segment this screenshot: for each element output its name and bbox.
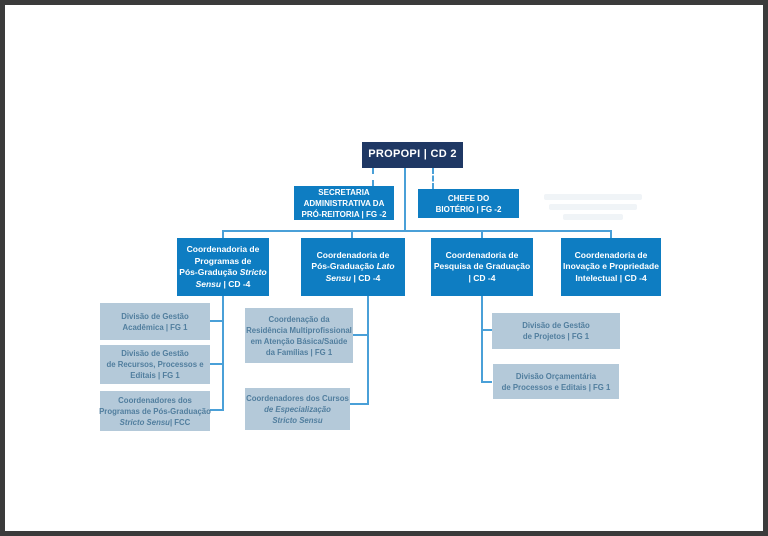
- connector-mid-stub-1: [353, 334, 368, 336]
- node-text-line: Intelectual | CD -4: [575, 272, 647, 283]
- connector-stub-programas: [222, 230, 224, 238]
- node-text-line: Divisão de Gestão: [121, 349, 189, 358]
- node-text-line: de Processos e Editais | FG 1: [501, 382, 611, 392]
- connector-left-branch: [222, 296, 224, 411]
- text-segment-italic: Stricto: [239, 267, 267, 277]
- node-text-line: ADMINISTRATIVA DA: [303, 198, 385, 208]
- connector-right-branch: [481, 296, 483, 383]
- node-text-line: Acadêmica | FG 1: [122, 322, 188, 332]
- connector-dashed-secretaria: [372, 168, 374, 186]
- text-segment-italic: Stricto Sensu: [272, 415, 323, 425]
- node-text-line: Pós-Graduação Lato: [311, 261, 394, 273]
- connector-mid-branch: [367, 296, 369, 405]
- org-node-coordenadoria-lato-sensu: Coordenadoria de Pós-Graduação Lato Sens…: [301, 238, 405, 296]
- org-node-coordenadores-cursos: Coordenadores dos Cursos de Especializaç…: [245, 388, 350, 430]
- text-segment: | CD -4: [221, 278, 251, 289]
- node-text-line: BIOTÉRIO | FG -2: [435, 204, 502, 214]
- node-text-line: Coordenadoria de: [445, 249, 519, 260]
- connector-mid-stub-2: [350, 403, 368, 405]
- org-node-chefe-bioterio: CHEFE DO BIOTÉRIO | FG -2: [418, 189, 519, 218]
- faded-artifact-line: [544, 194, 642, 200]
- org-node-coordenacao-residencia: Coordenação da Residência Multiprofissio…: [245, 308, 353, 363]
- org-node-divisao-recursos: Divisão de Gestão de Recursos, Processos…: [100, 345, 210, 384]
- connector-distribution: [222, 230, 612, 232]
- org-node-propopi: PROPOPI | CD 2: [362, 142, 463, 168]
- node-text-line: Divisão de Gestão: [121, 311, 189, 321]
- node-text-line: Residência Multiprofissional: [246, 325, 352, 335]
- text-segment: Pós-Gradução: [179, 267, 240, 277]
- faded-artifact-line: [563, 214, 623, 220]
- connector-stub-lato: [351, 230, 353, 238]
- node-text-line: Stricto Sensu: [272, 415, 322, 426]
- connector-left-stub-1: [210, 320, 223, 322]
- faded-artifact-line: [549, 204, 637, 210]
- node-text-line: da Famílias | FG 1: [265, 347, 333, 357]
- node-text-line: SECRETARIA: [318, 187, 370, 197]
- connector-right-stub-2: [482, 381, 492, 383]
- connector-trunk: [404, 168, 406, 231]
- connector-dashed-chefe: [432, 168, 434, 189]
- org-node-coordenadoria-programas-stricto: Coordenadoria de Programas de Pós-Graduç…: [177, 238, 269, 296]
- connector-left-stub-2: [210, 363, 223, 365]
- node-text-line: Coordenadores dos Cursos: [246, 393, 349, 403]
- node-text-line: Inovação e Propriedade: [563, 261, 659, 272]
- text-segment: | CD -4: [351, 272, 381, 283]
- org-node-coordenadoria-pesquisa: Coordenadoria de Pesquisa de Graduação |…: [431, 238, 533, 296]
- node-text-line: Coordenadoria de: [186, 244, 260, 254]
- node-text-line: Pós-Gradução Stricto: [179, 267, 266, 279]
- text-segment-italic: Lato: [376, 261, 395, 272]
- node-text-line: Coordenadores dos: [118, 395, 192, 405]
- text-segment: | FCC: [169, 417, 191, 427]
- node-text-line: Programas de Pós-Graduação: [99, 406, 211, 416]
- node-text-line: Coordenadoria de: [574, 249, 648, 260]
- node-text-line: Programas de: [194, 255, 252, 266]
- node-text-line: Divisão de Gestão: [522, 321, 590, 330]
- org-node-coordenadores-programas: Coordenadores dos Programas de Pós-Gradu…: [99, 391, 211, 431]
- connector-left-stub-3: [210, 409, 223, 411]
- faded-artifact: [542, 192, 644, 222]
- node-text-line: Divisão Orçamentária: [515, 371, 597, 381]
- node-text-line: CHEFE DO: [447, 193, 490, 203]
- connector-right-stub-1: [482, 329, 492, 331]
- org-node-secretaria-administrativa: SECRETARIA ADMINISTRATIVA DA PRÓ-REITORI…: [294, 186, 394, 220]
- node-text-line: PROPOPI | CD 2: [368, 148, 457, 161]
- org-node-divisao-orcamentaria: Divisão Orçamentária de Processos e Edit…: [493, 364, 619, 399]
- node-text-line: PRÓ-REITORIA | FG -2: [301, 209, 387, 219]
- node-text-line: Sensu | CD -4: [196, 279, 251, 291]
- node-text-line: de Projetos | FG 1: [522, 332, 590, 341]
- node-text-line: de Especialização: [264, 404, 331, 415]
- node-text-line: Sensu | CD -4: [326, 273, 381, 285]
- org-node-divisao-academica: Divisão de Gestão Acadêmica | FG 1: [100, 303, 210, 340]
- text-segment-italic: Sensu: [325, 272, 352, 283]
- connector-stub-pesquisa: [481, 230, 483, 238]
- text-segment-italic: Sensu: [195, 278, 222, 289]
- text-segment: Pós-Graduação: [311, 261, 377, 272]
- org-node-coordenadoria-inovacao: Coordenadoria de Inovação e Propriedade …: [561, 238, 661, 296]
- node-text-line: Stricto Sensu| FCC: [120, 417, 191, 428]
- node-text-line: Editais | FG 1: [130, 371, 180, 380]
- node-text-line: em Atenção Básica/Saúde: [250, 336, 348, 346]
- node-text-line: de Recursos, Processos e: [106, 360, 204, 369]
- node-text-line: Coordenação da: [268, 314, 330, 324]
- node-text-line: Coordenadoria de: [316, 249, 390, 260]
- node-text-line: Pesquisa de Graduação: [433, 261, 531, 272]
- text-segment-italic: de Especialização: [264, 404, 331, 414]
- connector-stub-inovacao: [610, 230, 612, 238]
- org-node-divisao-projetos: Divisão de Gestão de Projetos | FG 1: [492, 313, 620, 349]
- node-text-line: | CD -4: [468, 272, 496, 283]
- text-segment-italic: Stricto Sensu: [119, 417, 170, 427]
